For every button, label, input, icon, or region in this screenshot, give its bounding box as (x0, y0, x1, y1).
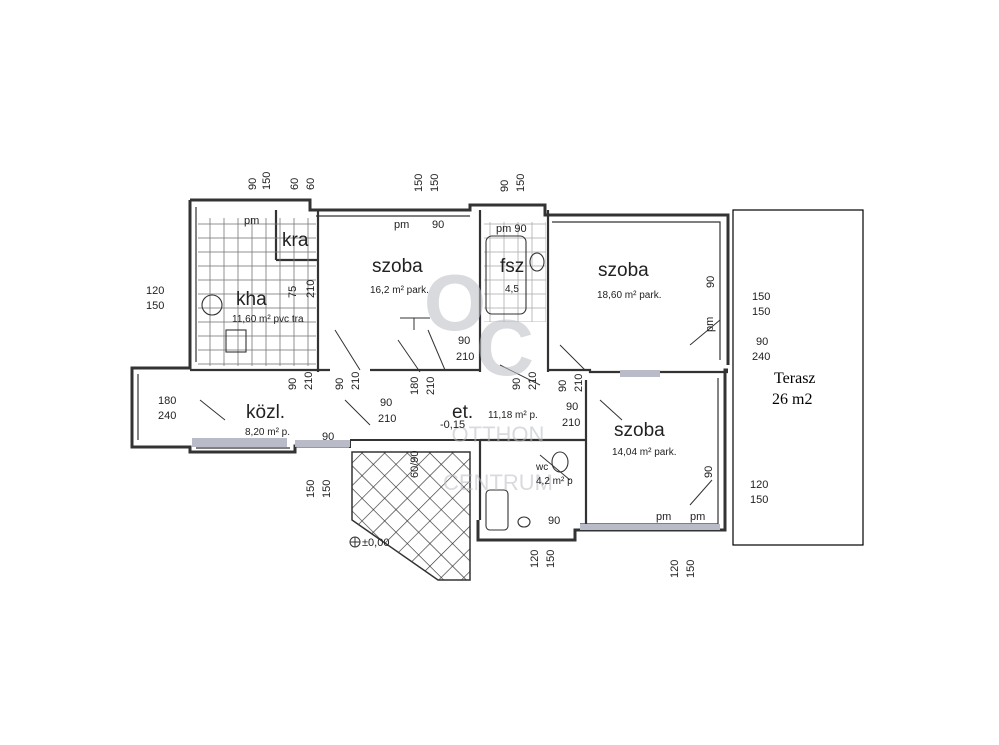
dim-right-lower-bottom: 150 (750, 494, 768, 506)
dim-pm-szoba1: pm (394, 219, 409, 231)
dim-top-2: 150 (261, 172, 273, 190)
dim-top-4: 60 (305, 178, 317, 190)
dim-top-6: 150 (429, 174, 441, 192)
dim-bath-door-h: 210 (527, 372, 539, 390)
room-kitchen-area: 11,60 m² pvc tra (232, 314, 304, 325)
dim-szoba1-door-w: 90 (458, 335, 470, 347)
dim-hall-door-w: 90 (287, 378, 299, 390)
room-labels: kha 11,60 m² pvc tra kra szoba 16,2 m² p… (232, 230, 676, 487)
room-szoba1-area: 16,2 m² park. (370, 285, 429, 296)
dim-kitchen-door-h: 210 (350, 372, 362, 390)
dim-top-5: 150 (413, 174, 425, 192)
toilet (551, 451, 569, 473)
dim-szoba3-90: 90 (703, 466, 715, 478)
wc-sink (517, 516, 531, 528)
dim-bottom-mid-2: 150 (545, 550, 557, 568)
dim-top-1: 90 (247, 178, 259, 190)
dim-bottom-right-2: 150 (685, 560, 697, 578)
dim-left-window-top: 120 (146, 285, 164, 297)
dim-kitchen-door-w: 90 (334, 378, 346, 390)
dim-entry-door-w: 180 (409, 377, 421, 395)
dim-left-window-bottom: 150 (146, 300, 164, 312)
stove (201, 294, 223, 316)
terrace-outline (732, 209, 864, 546)
wc-tub (485, 489, 509, 531)
terrace-name: Terasz (774, 370, 816, 387)
dim-hall-window-top: 180 (158, 395, 176, 407)
dim-entry-door-h: 210 (425, 377, 437, 395)
dim-hall2-door-h: 210 (378, 413, 396, 425)
dim-kitchen-210: 210 (305, 280, 317, 298)
dimension-labels: 90 150 60 60 150 150 90 150 120 150 180 … (146, 172, 770, 578)
room-wc-area: 4,2 m² p (536, 476, 573, 487)
room-entry-area: 11,18 m² p. (488, 410, 538, 421)
dim-bath-door-w: 90 (511, 378, 523, 390)
kitchen-tiles (198, 218, 316, 366)
dim-wc-90: 90 (548, 515, 560, 527)
dim-wc-door: 60/90 (409, 450, 421, 478)
room-szoba2-area: 18,60 m² park. (597, 290, 661, 301)
room-szoba3-name: szoba (614, 420, 665, 441)
dim-szoba1-door-h: 210 (456, 351, 474, 363)
bathtub (485, 235, 527, 315)
room-kitchen-name: kha (236, 289, 267, 310)
room-bath-name: fsz (500, 256, 524, 277)
dim-szoba3-door-w: 90 (566, 401, 578, 413)
entry-terrace-hatch (351, 451, 471, 581)
dim-pm-szoba3-a: pm (656, 511, 671, 523)
dim-right-mid-top: 90 (756, 336, 768, 348)
dim-right-upper-bottom: 150 (752, 306, 770, 318)
dim-bottom-mid-1: 120 (529, 550, 541, 568)
kitchen-unit (225, 329, 247, 353)
dim-top-7: 90 (499, 180, 511, 192)
dim-szoba2-90: 90 (705, 276, 717, 288)
room-pantry-name: kra (282, 230, 309, 251)
dim-bottom-right-1: 120 (669, 560, 681, 578)
watermark-line2: CENTRUM (443, 470, 553, 495)
room-entry-name: et. (452, 402, 473, 423)
room-szoba1-name: szoba (372, 256, 423, 277)
dim-90-szoba1: 90 (432, 219, 444, 231)
svg-text:C: C (476, 303, 534, 392)
bath-tiles (484, 222, 546, 322)
room-szoba3-area: 14,04 m² park. (612, 447, 676, 458)
level-markers (349, 536, 361, 548)
dim-top-8: 150 (515, 174, 527, 192)
room-szoba2-name: szoba (598, 260, 649, 281)
bath-sink (529, 252, 545, 272)
fixtures (201, 235, 569, 531)
dim-pm-kitchen: pm (244, 215, 259, 227)
dim-pm90-bath: pm 90 (496, 223, 527, 235)
door-swings (199, 317, 721, 506)
room-hallway-name: közl. (246, 402, 285, 423)
dim-right-mid-bottom: 240 (752, 351, 770, 363)
terrace-area: 26 m2 (772, 391, 812, 408)
dim-pm-szoba2: pm (704, 317, 716, 332)
room-wc-name: wc (535, 462, 548, 473)
dim-pm-szoba3-b: pm (690, 511, 705, 523)
dim-hall-90: 90 (322, 431, 334, 443)
dim-right-lower-top: 120 (750, 479, 768, 491)
room-bath-area: 4,5 (505, 284, 519, 295)
dim-szoba2-door-h: 210 (573, 374, 585, 392)
dim-top-3: 60 (289, 178, 301, 190)
dim-hall2-door-w: 90 (380, 397, 392, 409)
dim-szoba2-door-w: 90 (557, 380, 569, 392)
level-main: ±0,00 (362, 537, 389, 549)
dim-right-upper-top: 150 (752, 291, 770, 303)
dim-hall-door-h: 210 (303, 372, 315, 390)
watermark: O C OTTHON CENTRUM (424, 258, 553, 495)
wall-shading (192, 370, 720, 530)
dim-bottom-left-1: 150 (305, 480, 317, 498)
dim-bottom-left-2: 150 (321, 480, 333, 498)
svg-text:O: O (424, 258, 486, 347)
dim-szoba3-door-h: 210 (562, 417, 580, 429)
watermark-line1: OTTHON (452, 422, 545, 447)
dim-kitchen-75: 75 (287, 286, 299, 298)
room-hallway-area: 8,20 m² p. (245, 427, 290, 438)
level-entry: -0,15 (440, 419, 465, 431)
dim-hall-window-bottom: 240 (158, 410, 176, 422)
